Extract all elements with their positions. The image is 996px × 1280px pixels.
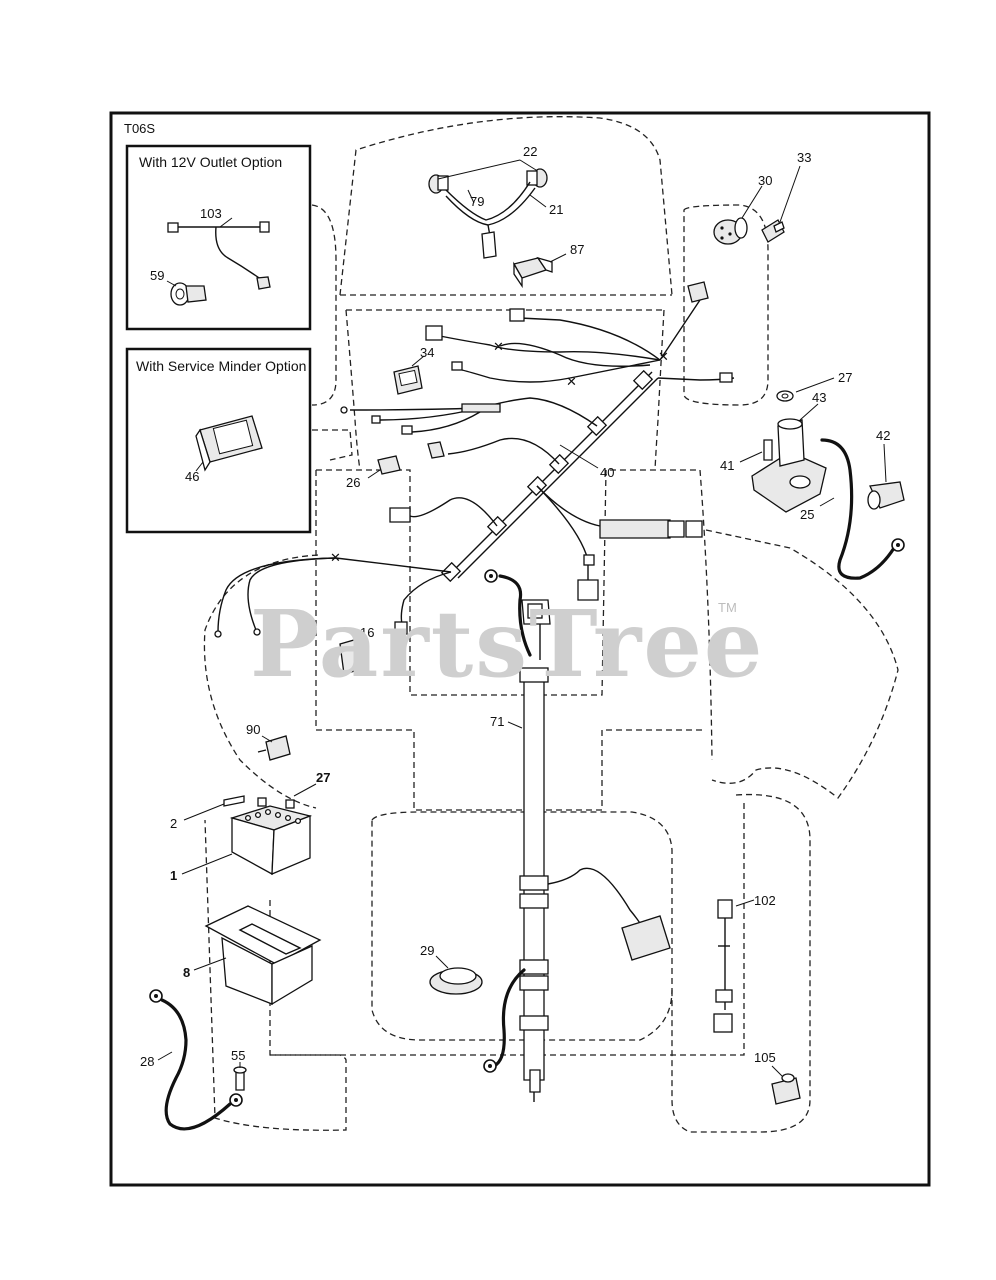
part-34-switch: [393, 355, 425, 395]
part-26-fuse: [367, 455, 401, 479]
part-90-plug: [257, 735, 291, 761]
splice-mark: ✕: [566, 374, 577, 389]
part-1-battery: [181, 797, 313, 876]
part-105-switch: [771, 1065, 801, 1105]
part-29-alarm: [429, 955, 483, 995]
watermark-text: PartsTree: [250, 590, 764, 698]
option-box-title: With 12V Outlet Option: [139, 154, 282, 170]
part-103-wire: [167, 217, 271, 290]
option-box-12v-outlet: With 12V Outlet Option 103 59: [125, 144, 312, 331]
part-27-nut: [776, 377, 835, 402]
callout-71: 71: [490, 714, 504, 729]
callout-90: 90: [246, 722, 260, 737]
part-2-bolt: [183, 795, 245, 821]
part-30-ignition-switch: [713, 185, 763, 245]
part-8-battery-tray: [193, 905, 322, 1006]
callout-28: 28: [140, 1054, 154, 1069]
part-46-service-minder: [195, 415, 263, 472]
part-28-cable: [149, 989, 243, 1131]
callout-55: 55: [231, 1048, 245, 1063]
trademark-mark: TM: [718, 600, 737, 615]
callout-27: 27: [838, 370, 852, 385]
option-box-service-minder: With Service Minder Option 46: [125, 347, 312, 534]
part-21-headlight-harness: [428, 159, 548, 259]
callout-1: 1: [170, 868, 177, 883]
callout-46: 46: [185, 469, 199, 484]
callout-16: 16: [360, 625, 374, 640]
tractor-outline: [203, 116, 899, 1133]
diagram-code: T06S: [124, 121, 155, 136]
part-55-screw: [233, 1062, 247, 1091]
diagram-frame: [109, 111, 931, 1187]
callout-43: 43: [812, 390, 826, 405]
callout-2: 2: [170, 816, 177, 831]
callout-59: 59: [150, 268, 164, 283]
callout-42: 42: [876, 428, 890, 443]
callout-103: 103: [200, 206, 222, 221]
part-102-harness: [713, 899, 755, 1033]
callout-22: 22: [523, 144, 537, 159]
part-42-boot: [867, 443, 905, 510]
callout-21: 21: [549, 202, 563, 217]
callout-79: 79: [470, 194, 484, 209]
callout-25: 25: [800, 507, 814, 522]
callout-26: 26: [346, 475, 360, 490]
part-41-bolt: [739, 439, 773, 463]
callout-33: 33: [797, 150, 811, 165]
callout-30: 30: [758, 173, 772, 188]
part-40-main-harness: ✕ ✕ ✕ ✕: [214, 281, 735, 638]
option-box-title: With Service Minder Option: [136, 358, 306, 374]
splice-mark: ✕: [658, 349, 669, 364]
callout-29: 29: [420, 943, 434, 958]
callout-105: 105: [754, 1050, 776, 1065]
part-87-relay: [513, 253, 567, 289]
callout-40: 40: [600, 465, 614, 480]
splice-mark: ✕: [493, 339, 504, 354]
callout-27b: 27: [316, 770, 330, 785]
part-16-connector: [339, 635, 363, 675]
part-25-cable: [819, 438, 905, 580]
callout-8: 8: [183, 965, 190, 980]
part-71-harness: [483, 569, 671, 1102]
callout-34: 34: [420, 345, 434, 360]
part-33-key: [761, 165, 801, 243]
callout-41: 41: [720, 458, 734, 473]
part-59-outlet: [170, 282, 207, 306]
callout-102: 102: [754, 893, 776, 908]
part-43-solenoid: [751, 403, 827, 513]
callout-87: 87: [570, 242, 584, 257]
